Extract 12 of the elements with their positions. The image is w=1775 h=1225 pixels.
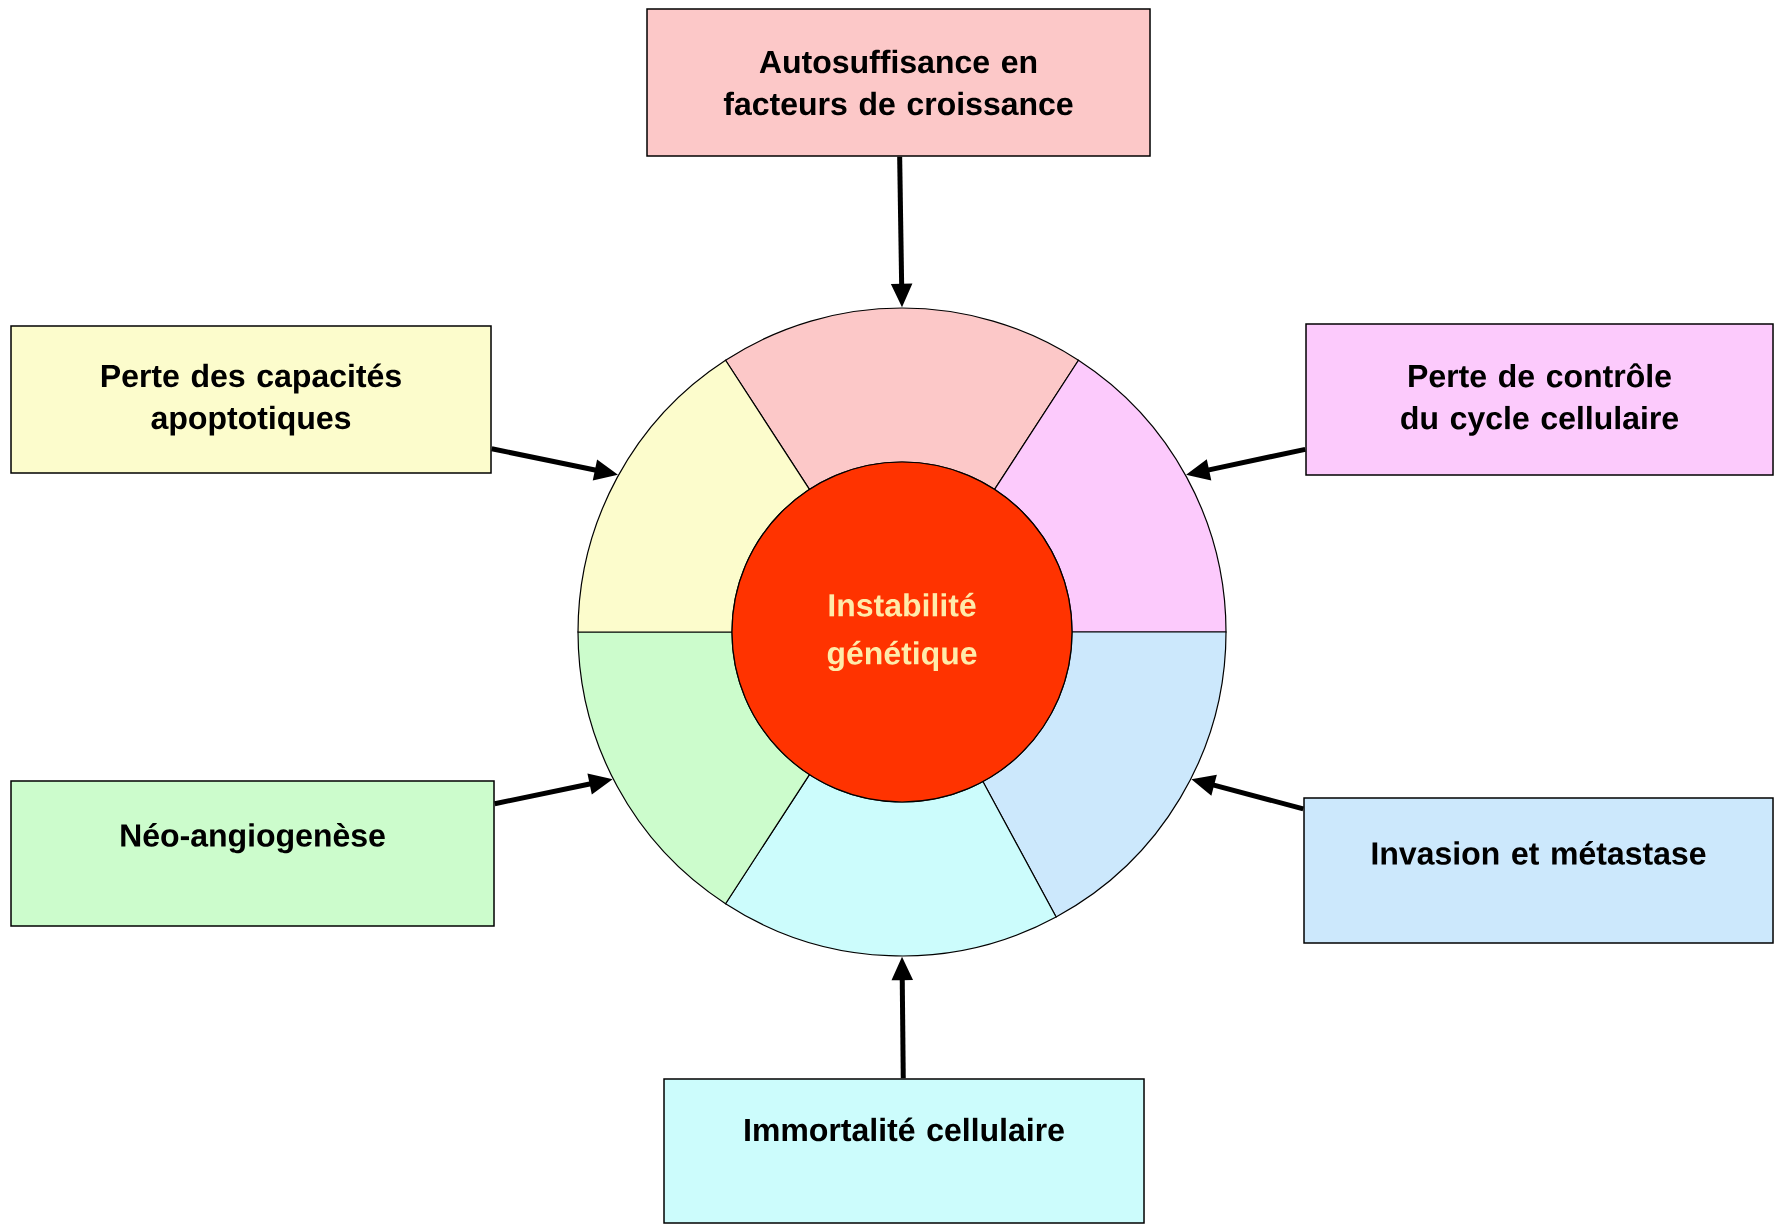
label-box: Invasion et métastase (1303, 797, 1774, 944)
ring-sector (577, 631, 810, 905)
ring-sector (724, 307, 1080, 490)
ring-sector (577, 359, 810, 633)
label-box: Immortalité cellulaire (663, 1078, 1145, 1224)
label-box: Perte des capacités apoptotiques (10, 325, 492, 474)
ring-sector (994, 359, 1227, 633)
label-box: Néo-angiogenèse (10, 780, 495, 927)
ring-sector (724, 773, 1057, 957)
ring-sector (982, 631, 1227, 918)
label-box: Perte de contrôle du cycle cellulaire (1305, 323, 1774, 476)
label-box: Autosuffisance en facteurs de croissance (646, 8, 1151, 157)
